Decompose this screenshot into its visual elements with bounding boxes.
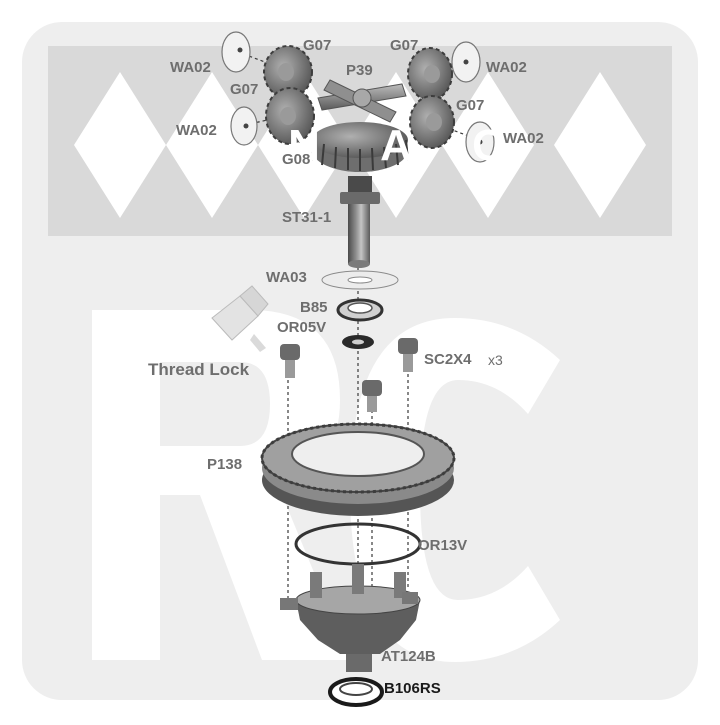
label-p138: P138 [207,456,243,473]
label-g07-mid-left: G07 [230,81,259,98]
label-st31: ST31-1 [282,209,332,226]
label-g08: G08 [282,151,311,168]
label-p39: P39 [346,62,373,79]
watermark-letter: N [288,121,320,170]
watermark-letter: O [194,121,230,170]
screw-sc2x4-right [398,338,418,372]
watermark-panel [22,22,698,700]
gear-g07-mid-left [265,87,315,145]
washer-wa02-top-right [451,41,481,83]
label-or13v: OR13V [418,537,468,554]
label-at124b: AT124B [381,648,436,665]
gear-g07-mid-right [409,95,455,149]
pulley-p138 [260,422,456,516]
label-wa02-top-right: WA02 [486,59,527,76]
bearing-b106rs [328,677,384,707]
thread-lock-bottle [211,285,269,352]
shaft-st31 [340,176,380,268]
label-wa02-mid-left: WA02 [176,122,217,139]
watermark-letter: A [380,121,412,170]
watermark-letter: C [472,121,504,170]
label-wa02-top-left: WA02 [170,59,211,76]
label-wa03: WA03 [266,269,307,286]
watermark-letter: M [101,121,139,170]
label-wa02-mid-right: WA02 [503,130,544,147]
cross-pin-p39 [317,79,407,123]
gear-g07-top-left [263,45,313,99]
label-sc2x4-qty: x3 [488,352,503,368]
oring-or05v [342,335,374,349]
label-g07-top-left: G07 [303,37,332,54]
label-sc2x4: SC2X4 [424,351,472,368]
gear-g08 [311,122,409,172]
screw-sc2x4-left [280,344,300,378]
watermark-letter: O [582,121,618,170]
label-g07-top-right: G07 [390,37,419,54]
hub-at124b [280,564,421,672]
label-b85: B85 [300,299,328,316]
washer-wa02-mid-right [465,121,495,163]
washer-wa02-mid-left [230,106,258,146]
screw-sc2x4-center [362,380,382,412]
gear-g07-top-right [407,47,453,101]
label-g07-mid-right: G07 [456,97,485,114]
washer-wa02-top-left [221,31,251,73]
label-b106rs: B106RS [384,680,441,697]
label-or05v: OR05V [277,319,327,336]
bearing-b85 [336,298,384,322]
label-thread-lock: Thread Lock [148,360,250,379]
washer-wa03 [321,270,399,290]
